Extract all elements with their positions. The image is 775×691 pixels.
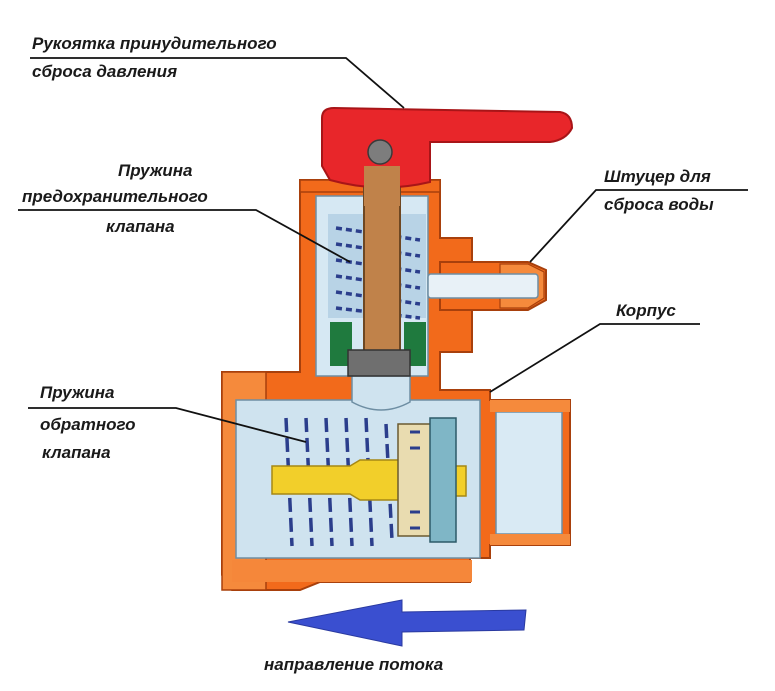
drain-channel <box>427 273 539 299</box>
leader-body <box>489 323 700 393</box>
label-handle-line2: сброса давления <box>32 62 177 81</box>
label-handle-line1: Рукоятка принудительного <box>32 34 277 53</box>
drain-fitting <box>427 261 547 311</box>
leader-check-spring <box>28 407 307 443</box>
label-safety-spring-line3: клапана <box>106 217 175 236</box>
label-drain-fitting-line1: Штуцер для <box>604 167 711 186</box>
label-drain-fitting-line2: сброса воды <box>604 195 714 214</box>
seal-left <box>330 322 352 366</box>
release-handle <box>321 106 574 189</box>
check-valve-stem <box>271 459 405 501</box>
check-valve-head <box>429 417 457 543</box>
release-mechanism <box>321 106 574 377</box>
labels: Рукоятка принудительного сброса давления… <box>22 34 714 674</box>
leader-handle <box>30 57 405 109</box>
label-safety-spring-line1: Пружина <box>118 161 192 180</box>
right-thread-band-bottom <box>490 534 570 545</box>
check-valve <box>271 417 467 543</box>
check-valve-teeth <box>410 430 420 530</box>
right-thread-band <box>490 400 570 412</box>
label-check-spring-line2: обратного <box>40 415 136 434</box>
handle-pivot <box>367 139 393 165</box>
stem-upper <box>364 166 400 206</box>
seat-opening <box>351 375 411 411</box>
label-flow-direction: направление потока <box>264 655 443 674</box>
label-check-spring-line1: Пружина <box>40 383 114 402</box>
flow-arrow <box>287 599 527 647</box>
leader-drain-fitting <box>529 189 748 263</box>
leader-lines <box>18 57 748 443</box>
bottom-band <box>232 560 472 582</box>
right-socket-cavity <box>495 411 563 535</box>
stem-disc <box>347 349 411 377</box>
label-check-spring-line3: клапана <box>42 443 111 462</box>
label-safety-spring-line2: предохранительного <box>22 187 208 206</box>
label-body: Корпус <box>616 301 676 320</box>
leader-safety-spring <box>18 209 351 263</box>
